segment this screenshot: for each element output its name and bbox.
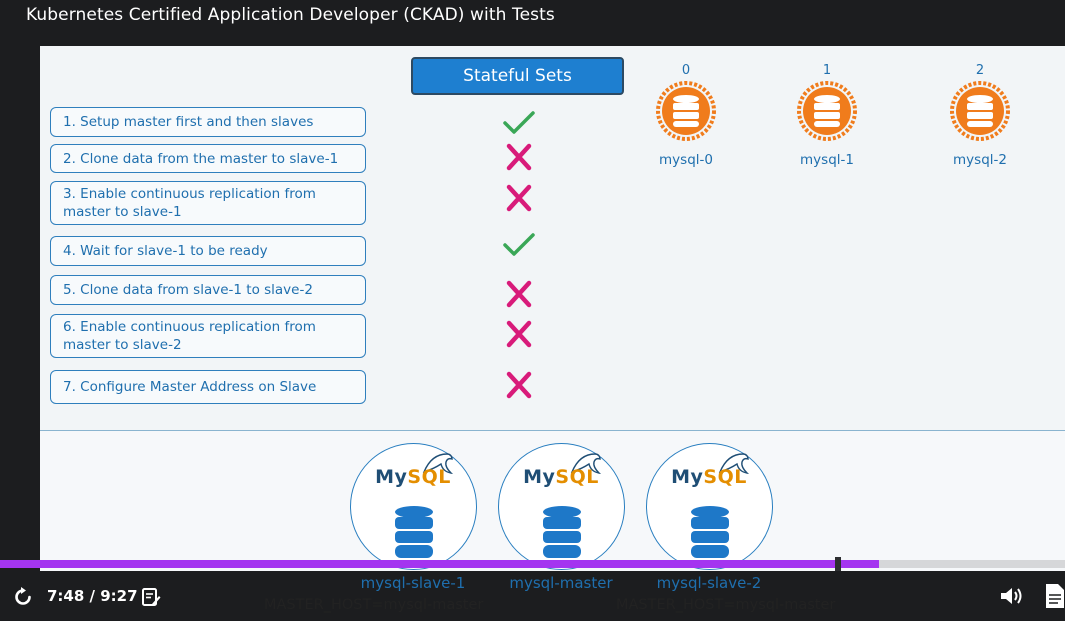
replay-icon[interactable]	[12, 586, 34, 608]
database-pod-icon	[950, 81, 1010, 141]
cross-icon	[506, 280, 532, 308]
course-title: Kubernetes Certified Application Develop…	[26, 5, 555, 25]
section-title: Stateful Sets	[411, 57, 624, 95]
volume-icon[interactable]	[999, 585, 1025, 607]
mysql-node-circle: MySQL	[349, 443, 477, 570]
mysql-dolphin-icon	[570, 453, 601, 475]
mysql-slave-2-node: MySQL	[644, 443, 774, 570]
progress-knob[interactable]	[835, 557, 841, 571]
database-pod-icon	[797, 81, 857, 141]
mysql-slave-1-node: MySQL	[348, 443, 478, 570]
pod-index: 0	[681, 63, 691, 78]
mysql-dolphin-icon	[718, 453, 749, 475]
check-icon	[503, 111, 535, 134]
pod-index: 2	[975, 63, 985, 78]
database-pod-icon	[656, 81, 716, 141]
lecture-slide: Stateful Sets 1. Setup master first and …	[40, 46, 1065, 571]
time-display: 7:48 / 9:27	[47, 587, 138, 605]
db-name-label: mysql-master	[509, 574, 613, 592]
mysql-node-circle: MySQL	[645, 443, 773, 570]
step-item: 5. Clone data from slave-1 to slave-2	[50, 275, 366, 305]
step-item: 2. Clone data from the master to slave-1	[50, 144, 366, 173]
step-item: 3. Enable continuous replication from ma…	[50, 181, 366, 225]
cross-icon	[506, 184, 532, 212]
cross-icon	[506, 371, 532, 399]
video-progress-bar[interactable]	[0, 557, 1065, 571]
cross-icon	[506, 143, 532, 171]
pod-mysql-1: 1 mysql-1	[792, 62, 862, 168]
step-item: 6. Enable continuous replication from ma…	[50, 314, 366, 358]
step-item: 1. Setup master first and then slaves	[50, 107, 366, 137]
database-icon	[542, 506, 581, 558]
pod-name: mysql-2	[953, 152, 1007, 168]
course-title-bar: Kubernetes Certified Application Develop…	[0, 0, 1065, 46]
cross-icon	[506, 320, 532, 348]
video-progress-fill	[0, 560, 879, 568]
db-name-label: mysql-slave-2	[656, 574, 762, 592]
step-item: 4. Wait for slave-1 to be ready	[50, 236, 366, 266]
left-gutter	[0, 46, 40, 571]
notes-icon[interactable]	[141, 587, 161, 607]
pod-mysql-2: 2 mysql-2	[945, 62, 1015, 168]
transcript-icon[interactable]	[1044, 583, 1065, 609]
check-icon	[503, 233, 535, 256]
mysql-logo: MySQL	[375, 466, 451, 488]
step-item: 7. Configure Master Address on Slave	[50, 370, 366, 404]
pod-name: mysql-0	[659, 152, 713, 168]
master-host-label: MASTER_HOST=mysql-master	[264, 597, 484, 613]
database-icon	[394, 506, 433, 558]
db-name-label: mysql-slave-1	[360, 574, 466, 592]
mysql-logo: MySQL	[523, 466, 599, 488]
master-host-label: MASTER_HOST=mysql-master	[616, 597, 836, 613]
mysql-master-node: MySQL	[496, 443, 626, 570]
mysql-node-circle: MySQL	[497, 443, 625, 570]
pod-index: 1	[822, 63, 832, 78]
pod-name: mysql-1	[800, 152, 854, 168]
pod-mysql-0: 0 mysql-0	[651, 62, 721, 168]
mysql-logo: MySQL	[671, 466, 747, 488]
database-icon	[690, 506, 729, 558]
mysql-dolphin-icon	[422, 453, 453, 475]
